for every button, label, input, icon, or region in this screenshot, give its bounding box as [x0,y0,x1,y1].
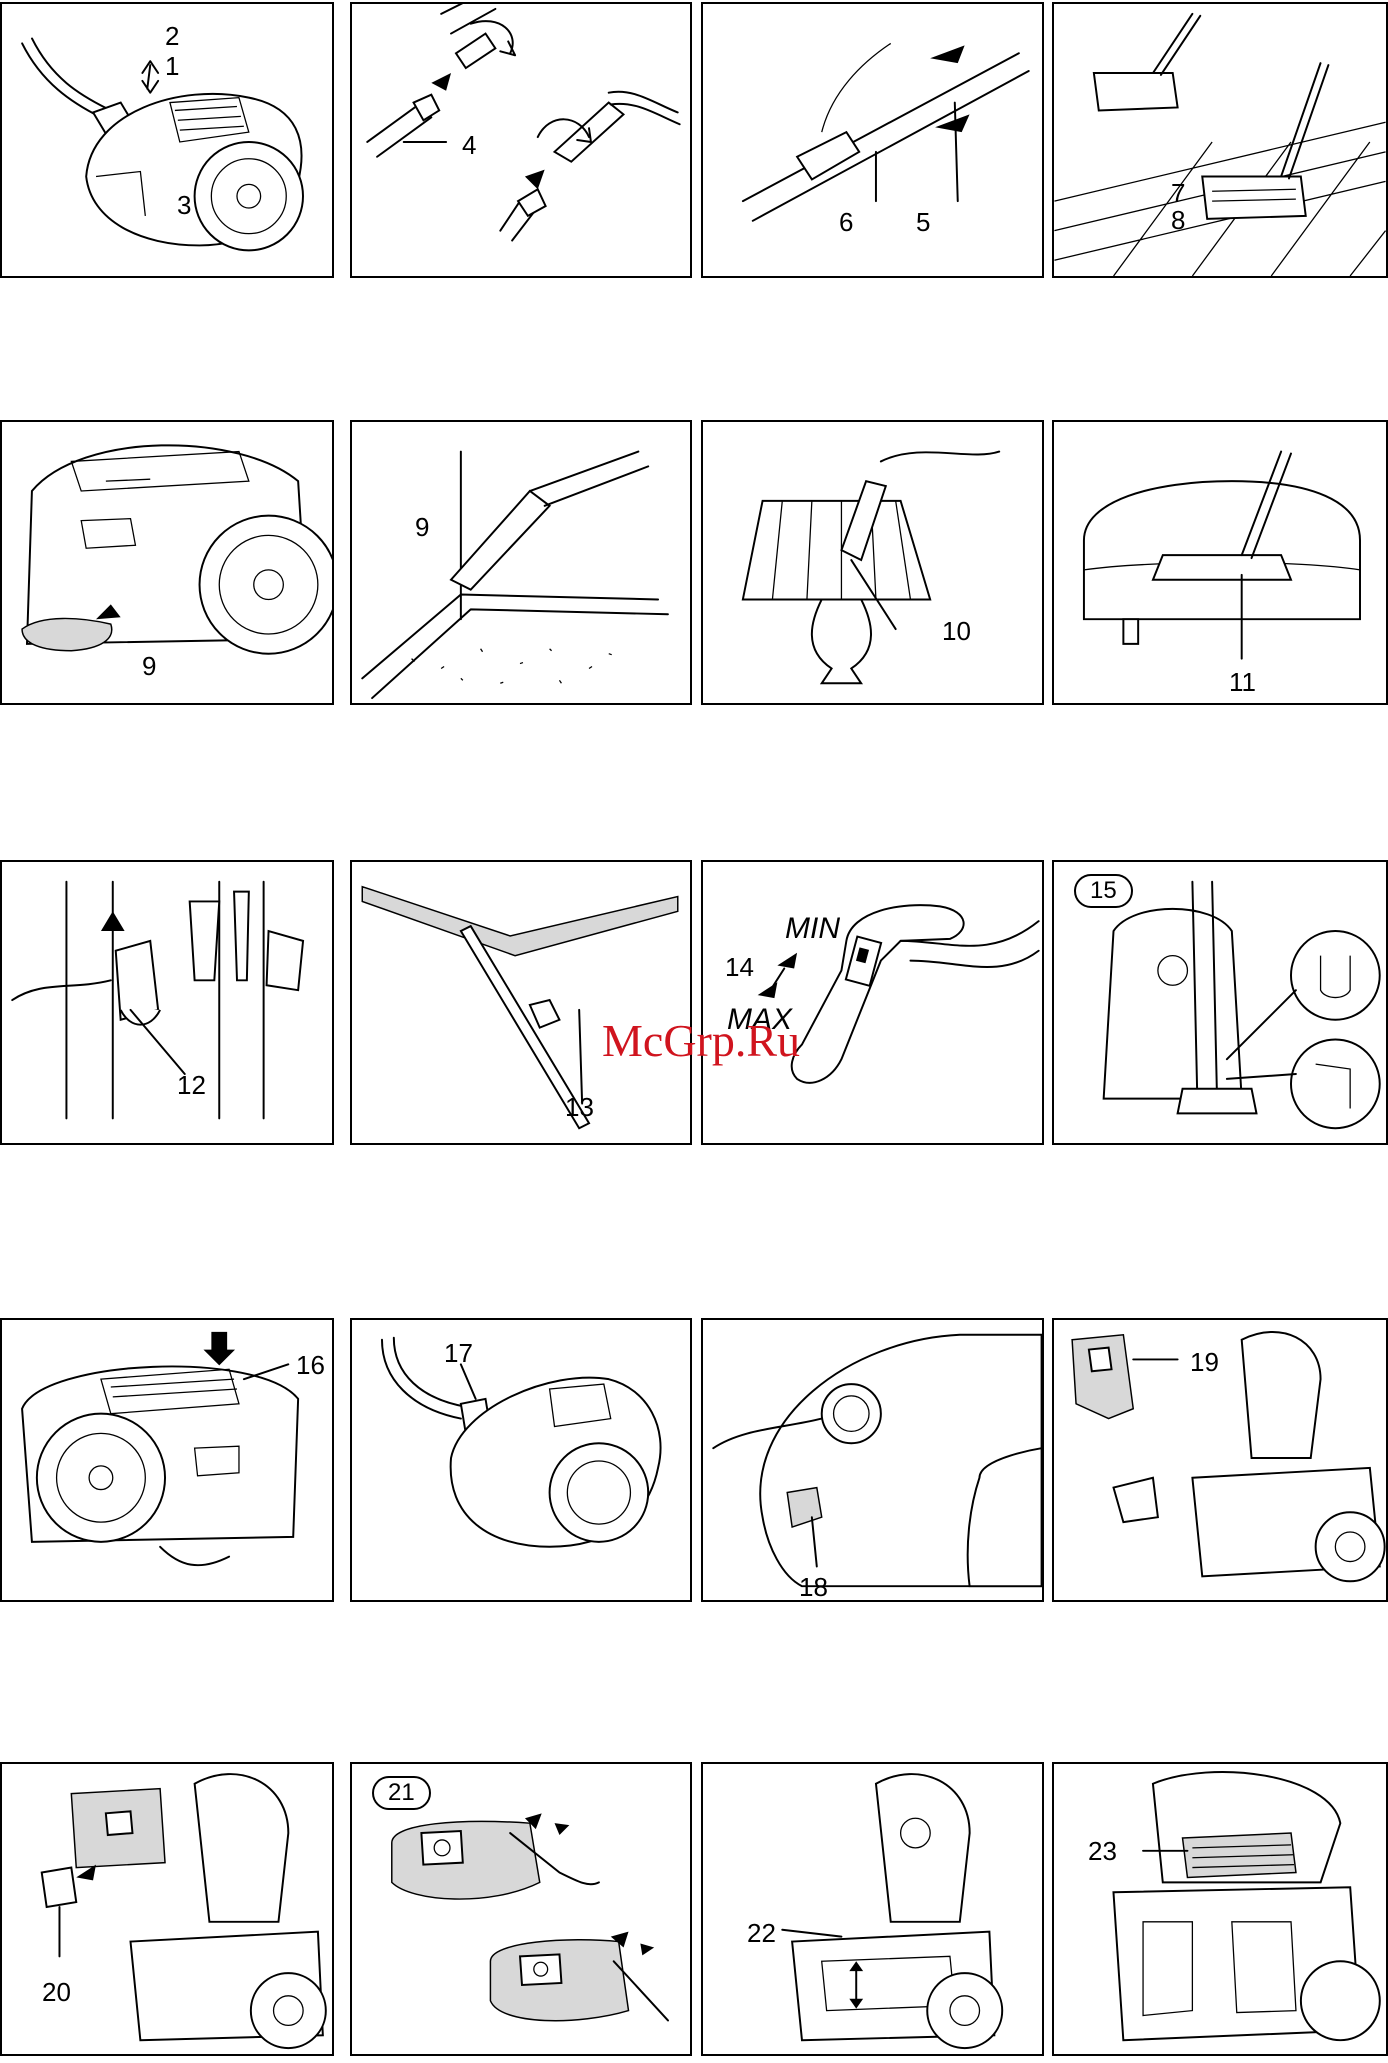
callout-4: 4 [462,132,476,158]
figure-panel-19: 22 [701,1762,1044,2056]
figure-panel-10: 13 [350,860,692,1145]
callout-22: 22 [747,1920,776,1946]
callout-12: 12 [177,1072,206,1098]
callout-19: 19 [1190,1349,1219,1375]
callout-6: 6 [839,209,853,235]
step-badge-15: 15 [1074,874,1133,908]
callout-11: 11 [1229,669,1256,695]
figure-panel-1: 2 1 3 [0,2,334,278]
figure-panel-15: 18 [701,1318,1044,1602]
callout-20: 20 [42,1979,71,2005]
figure-panel-8: 11 [1052,420,1388,705]
figure-panel-13: 16 [0,1318,334,1602]
figure-panel-20: 23 [1052,1762,1388,2056]
callout-8: 8 [1171,207,1185,233]
figure-panel-12: 15 [1052,860,1388,1145]
figure-panel-16: 19 [1052,1318,1388,1602]
figure-panel-4: 7 8 [1052,2,1388,278]
min-label: MIN [785,914,840,944]
figure-panel-11: MIN MAX 14 [701,860,1044,1145]
figure-panel-7: 10 [701,420,1044,705]
callout-7: 7 [1171,180,1185,206]
callout-9: 9 [142,653,156,679]
figure-panel-14: 17 [350,1318,692,1602]
callout-13: 13 [565,1094,594,1120]
callout-17: 17 [444,1340,473,1366]
step-badge-21: 21 [372,1776,431,1810]
callout-5: 5 [916,209,930,235]
figure-panel-3: 6 5 [701,2,1044,278]
figure-panel-5: 9 [0,420,334,705]
watermark: McGrp.Ru [602,1014,800,1067]
callout-2: 2 [165,23,179,49]
callout-3: 3 [177,192,191,218]
figure-panel-9: 12 [0,860,334,1145]
callout-10: 10 [942,618,971,644]
callout-23: 23 [1088,1838,1117,1864]
figure-panel-2: 4 [350,2,692,278]
figure-panel-17: 20 [0,1762,334,2056]
callout-14: 14 [725,954,754,980]
figure-panel-6: 9 [350,420,692,705]
callout-16: 16 [296,1352,325,1378]
callout-9b: 9 [415,514,429,540]
figure-panel-18: 21 [350,1762,692,2056]
callout-1: 1 [165,53,179,79]
callout-18: 18 [799,1574,828,1600]
